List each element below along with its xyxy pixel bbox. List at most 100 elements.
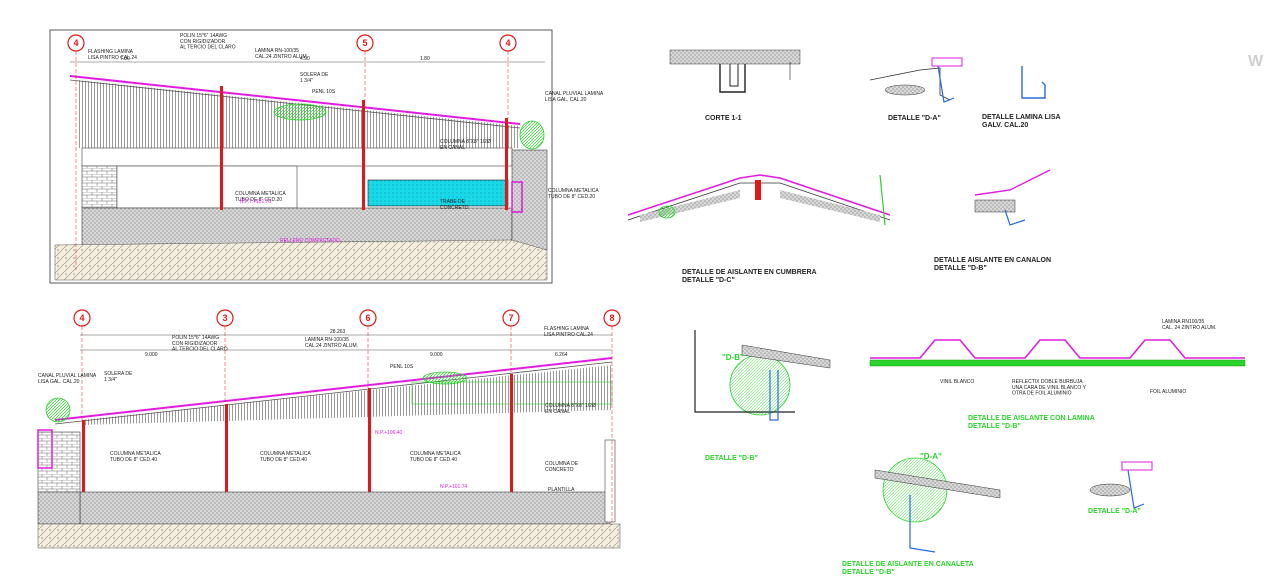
text-line: DETALLE LAMINA LISA xyxy=(982,114,1061,121)
detail-tag: "D-A" xyxy=(920,452,942,461)
text-line: REFLECTIX DOBLE BURBUJA xyxy=(1012,379,1083,385)
text-line: DETALLE "D-B" xyxy=(968,423,1021,430)
text-line: TUBO DE 8" CED.40 xyxy=(110,457,157,463)
text-line: COLUMNA METALICA xyxy=(548,188,599,194)
text-line: TUBO DE 8" CED.20 xyxy=(548,194,595,200)
axis-bubble: 8 xyxy=(603,309,621,327)
axis-bubble: 5 xyxy=(356,34,374,52)
axis-label: 5 xyxy=(362,38,367,48)
axis-label: 7 xyxy=(508,313,513,323)
text-line: EN CANAL xyxy=(545,409,570,415)
np-label: N.P.+106.40 xyxy=(375,430,403,436)
dim-label: 1.80 xyxy=(420,56,430,62)
text-line: COLUMNA 8"X8" 1/2Ø xyxy=(545,403,596,409)
bottom-elevation: 4 3 6 7 8 9.000 28.263 9.000 6.264 POLIN… xyxy=(37,309,621,549)
penl-label: PENL 10S xyxy=(312,89,336,95)
detail-corte: CORTE 1-1 xyxy=(669,49,801,122)
text-line: OTRA DE FOIL ALUMINIO xyxy=(1012,391,1072,397)
detail-title: DETALLE "D-A" xyxy=(888,115,941,122)
dim-label: 6.264 xyxy=(555,352,568,358)
text-line: LAMINA RN100/35 xyxy=(1162,319,1204,325)
text-line: DETALLE DE AISLANTE CON LAMINA xyxy=(968,415,1095,422)
text-line: CONCRETO xyxy=(545,467,574,473)
detail-db: "D-B" DETALLE "D-B" xyxy=(694,330,831,462)
text-line: GALV. CAL.20 xyxy=(982,122,1028,129)
np-label: N.P.+101.74 xyxy=(440,484,468,490)
axis-label: 4 xyxy=(73,38,78,48)
detail-title: DETALLE "D-B" xyxy=(705,455,758,462)
text-line: TUBO DE 8" CED.20 xyxy=(235,197,282,203)
watermark: W xyxy=(1248,53,1264,70)
text-line: CAL. 24 ZINTRO ALUM. xyxy=(1162,325,1216,331)
text-line: DETALLE AISLANTE EN CANALON xyxy=(934,257,1051,264)
text-line: POLIN 15*6" 14AWG xyxy=(172,335,219,341)
dim-label: 9.000 xyxy=(145,352,158,358)
axis-label: 4 xyxy=(505,38,510,48)
axis-bubble: 3 xyxy=(216,309,234,327)
dim-label: 9.000 xyxy=(430,352,443,358)
text-line: SOLERA DE xyxy=(300,72,329,78)
text-line: DETALLE "D-C" xyxy=(682,277,735,284)
axis-bubble: 4 xyxy=(73,309,91,327)
text-line: COLUMNA METALICA xyxy=(410,451,461,457)
text-line: DETALLE DE AISLANTE EN CANALETA xyxy=(842,561,974,568)
axis-label: 8 xyxy=(609,313,614,323)
axis-bubble: 7 xyxy=(502,309,520,327)
detail-title: CORTE 1-1 xyxy=(705,115,742,122)
text-line: AL TERCIO DEL CLARO xyxy=(180,45,236,51)
text-line: COLUMNA DE xyxy=(545,461,579,467)
text-line: COLUMNA METALICA xyxy=(260,451,311,457)
detail-da: DETALLE "D-A" xyxy=(869,57,963,122)
text-line: CONCRETO xyxy=(440,205,469,211)
plantilla-label: PLANTILLA xyxy=(548,487,575,493)
text-line: LISA GAL. CAL.20 xyxy=(38,379,80,385)
text-line: LAMINA RN-100/35 xyxy=(255,48,299,54)
axis-label: 3 xyxy=(222,313,227,323)
text-line: UNA CARA DE VINIL BLANCO Y xyxy=(1012,385,1087,391)
text-line: CAL.24 ZINTRO ALUM. xyxy=(305,343,358,349)
text-line: COLUMNA METALICA xyxy=(110,451,161,457)
text-line: LAMINA RN-100/35 xyxy=(305,337,349,343)
detail-tag: "D-B" xyxy=(722,353,744,362)
text-line: COLUMNA METALICA xyxy=(235,191,286,197)
text-line: CANAL PLUVIAL LAMINA xyxy=(545,91,604,97)
text-line: 1 3/4" xyxy=(104,377,117,383)
text-line: POLIN 15*6" 14AWG xyxy=(180,33,227,39)
axis-label: 6 xyxy=(365,313,370,323)
text-line: DETALLE "D-B" xyxy=(934,265,987,272)
text-line: AL TERCIO DEL CLARO xyxy=(172,347,228,353)
npt-label: N.P.T.+101.70 xyxy=(240,199,271,205)
foil-label: FOIL ALUMINIO xyxy=(1150,389,1186,395)
text-line: FLASHING LAMINA xyxy=(88,49,134,55)
text-line: DETALLE DE AISLANTE EN CUMBRERA xyxy=(682,269,817,276)
text-line: TRABE DE xyxy=(440,199,466,205)
detail-title: DETALLE "D-A" xyxy=(1088,508,1141,515)
vinil-label: VINIL BLANCO xyxy=(940,379,974,385)
